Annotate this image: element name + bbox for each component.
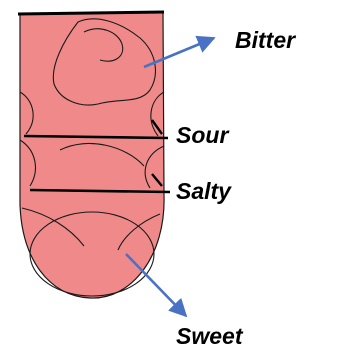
bitter-label: Bitter	[235, 29, 295, 52]
sour-label: Sour	[176, 124, 228, 147]
sweet-label: Sweet	[176, 325, 242, 348]
tongue-shape	[20, 12, 164, 298]
sweet-arrow	[126, 254, 186, 316]
tongue-top-edge	[18, 12, 164, 14]
salty-label: Salty	[176, 180, 231, 203]
